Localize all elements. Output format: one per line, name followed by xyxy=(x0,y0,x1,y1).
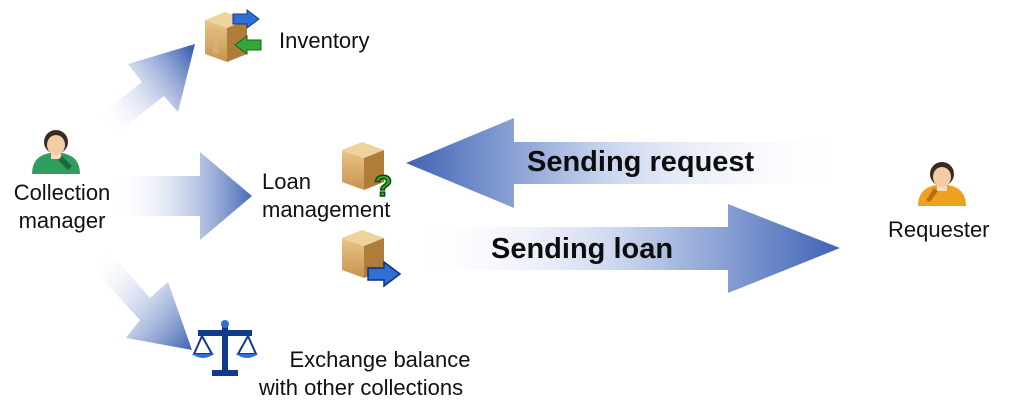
loan-management-line1: Loan xyxy=(262,169,311,194)
scales-icon xyxy=(192,320,258,376)
sending-loan-label: Sending loan xyxy=(491,233,674,265)
inventory-label: Inventory xyxy=(279,28,370,53)
svg-text:?: ? xyxy=(374,170,392,203)
arrow-to-inventory xyxy=(96,44,195,132)
person-icon xyxy=(918,162,966,206)
exchange-balance-line2: with other collections xyxy=(258,375,464,400)
arrow-to-exchange-balance xyxy=(96,252,192,350)
arrow-to-loan-management xyxy=(112,152,252,240)
collection-manager-line1: Collection xyxy=(13,180,111,205)
arrow-sending-request xyxy=(406,118,850,208)
collection-manager-label: Collection manager xyxy=(6,179,118,235)
box-question-icon: ? xyxy=(342,142,393,204)
exchange-balance-label: Exchange balance with other collections xyxy=(232,346,490,402)
exchange-balance-line1: Exchange balance xyxy=(289,347,471,372)
person-icon xyxy=(32,130,80,174)
requester-label: Requester xyxy=(888,217,990,242)
collection-manager-line2: manager xyxy=(18,208,106,233)
arrow-sending-loan xyxy=(405,204,840,293)
loan-management-label: Loan management xyxy=(262,168,390,224)
sending-request-label: Sending request xyxy=(527,146,755,178)
box-exchange-icon xyxy=(205,9,262,62)
loan-management-line2: management xyxy=(262,197,391,222)
box-loan-icon xyxy=(342,230,402,288)
